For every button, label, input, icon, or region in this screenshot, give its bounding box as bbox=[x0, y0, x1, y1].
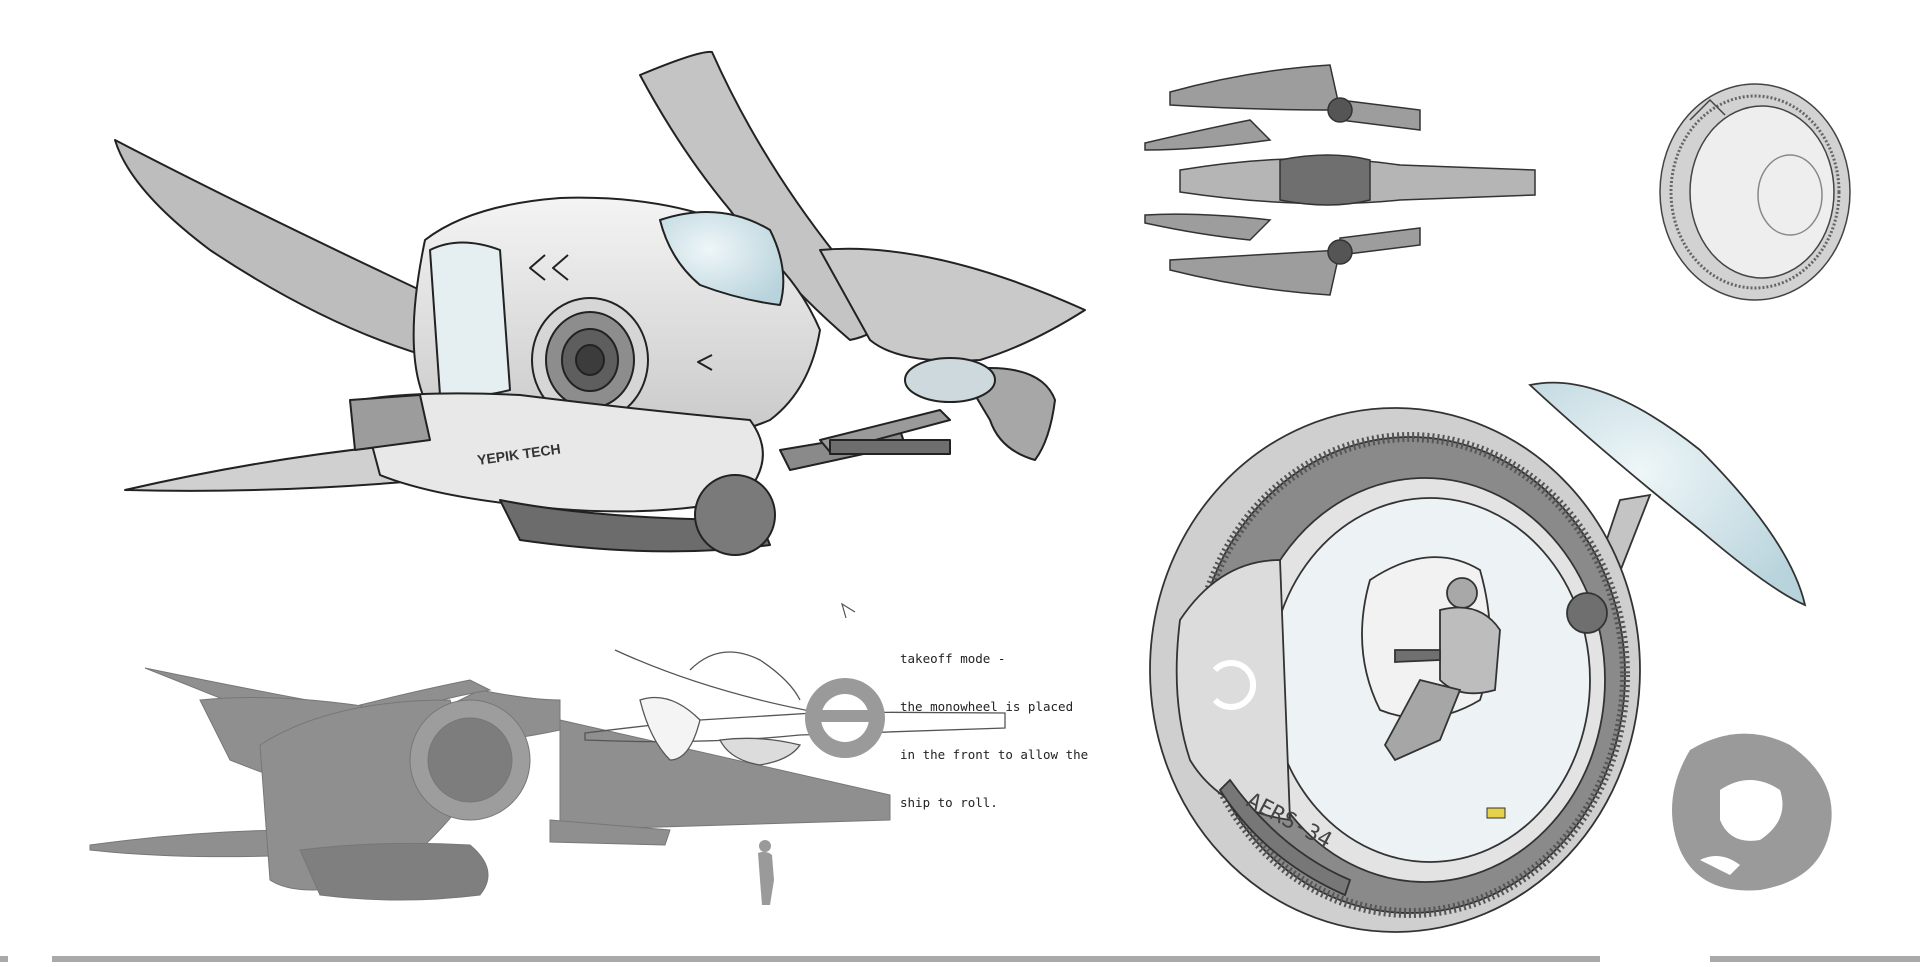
annotation-arrow bbox=[840, 602, 856, 619]
wheel-front-view bbox=[1659, 83, 1851, 301]
monowheel-drawing bbox=[1149, 381, 1807, 933]
annotation-line: in the front to allow the bbox=[900, 747, 1089, 762]
side-silhouette-drawing bbox=[89, 667, 891, 901]
main-ship-drawing bbox=[114, 50, 1086, 556]
annotation-line: ship to roll. bbox=[900, 795, 998, 810]
texture-swatch bbox=[1672, 733, 1832, 891]
annotation-line: takeoff mode - bbox=[900, 651, 1006, 666]
page-edge-bar bbox=[52, 956, 1600, 962]
takeoff-wheel-silhouette bbox=[805, 678, 885, 758]
top-view-drawing bbox=[1144, 64, 1536, 296]
page-edge-bar bbox=[0, 956, 8, 962]
page-edge-bar bbox=[1710, 956, 1920, 962]
takeoff-mode-sketch bbox=[584, 649, 1006, 766]
human-scale-figure bbox=[758, 840, 774, 905]
takeoff-annotation: takeoff mode - the monowheel is placed i… bbox=[900, 619, 1088, 843]
annotation-line: the monowheel is placed bbox=[900, 699, 1074, 714]
